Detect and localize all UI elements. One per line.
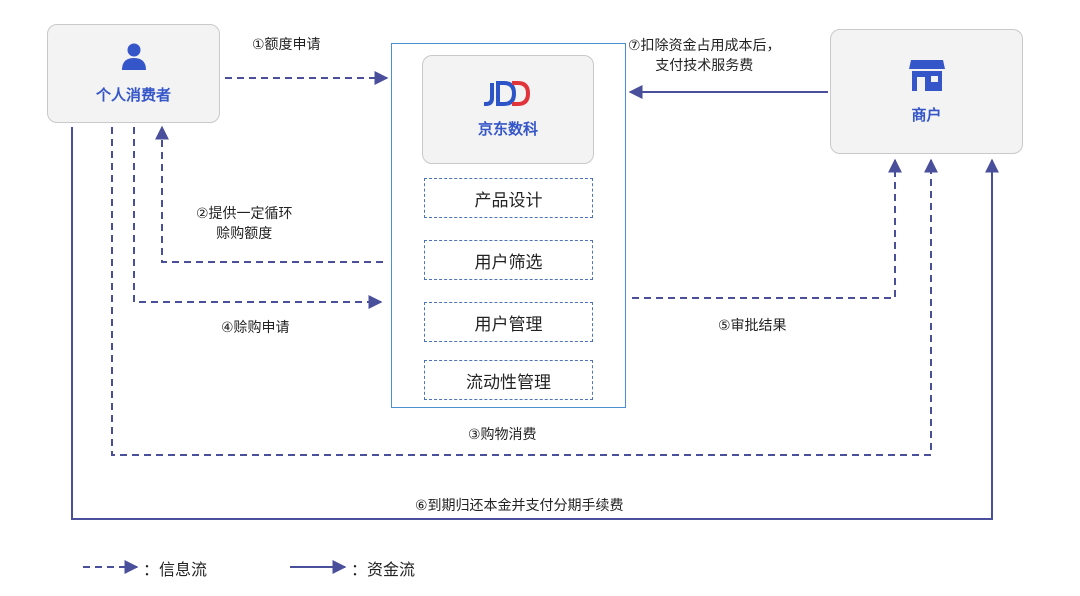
flow-arrow-repayment	[71, 127, 999, 520]
flow-label-credit-line-1: ②提供一定循环	[196, 206, 293, 222]
person-icon	[121, 43, 146, 70]
flow-arrow-shopping	[111, 127, 938, 456]
merchant-label: 商户	[911, 106, 942, 124]
consumer-label: 个人消费者	[95, 86, 171, 104]
flow-arrow-credit-purchase-application	[133, 127, 383, 309]
flow-label-quota-application: ①额度申请	[252, 37, 321, 53]
jd-digits-label: 京东数科	[477, 120, 538, 138]
jd-digits-node: 京东数科	[422, 55, 594, 164]
merchant-node: 商户	[830, 29, 1023, 154]
flow-arrow-approval-result	[632, 158, 902, 299]
flow-label-shopping: ③购物消费	[468, 427, 537, 443]
function-liquidity-management: 流动性管理	[424, 360, 593, 400]
legend-fund-label: ：资金流	[351, 560, 416, 579]
legend-info-label: ：信息流	[143, 560, 208, 579]
consumer-node: 个人消费者	[47, 24, 220, 123]
flow-label-credit-line: ②提供一定循环 赊购额度	[196, 204, 293, 244]
flow-label-service-fee-1: ⑦扣除资金占用成本后，	[628, 38, 781, 54]
store-icon	[908, 60, 945, 91]
jdd-logo	[484, 81, 531, 106]
flow-label-credit-line-2: 赊购额度	[216, 226, 273, 242]
function-user-screening: 用户筛选	[424, 240, 593, 280]
flow-label-repayment: ⑥到期归还本金并支付分期手续费	[415, 498, 624, 514]
function-user-management: 用户管理	[424, 302, 593, 342]
flow-label-service-fee-2: 支付技术服务费	[655, 58, 754, 74]
flow-arrow-credit-line	[155, 125, 383, 263]
function-product-design: 产品设计	[424, 178, 593, 218]
flow-label-service-fee: ⑦扣除资金占用成本后， 支付技术服务费	[628, 36, 781, 76]
flow-label-approval-result: ⑤审批结果	[718, 318, 787, 334]
flow-label-credit-purchase: ④赊购申请	[221, 320, 290, 336]
